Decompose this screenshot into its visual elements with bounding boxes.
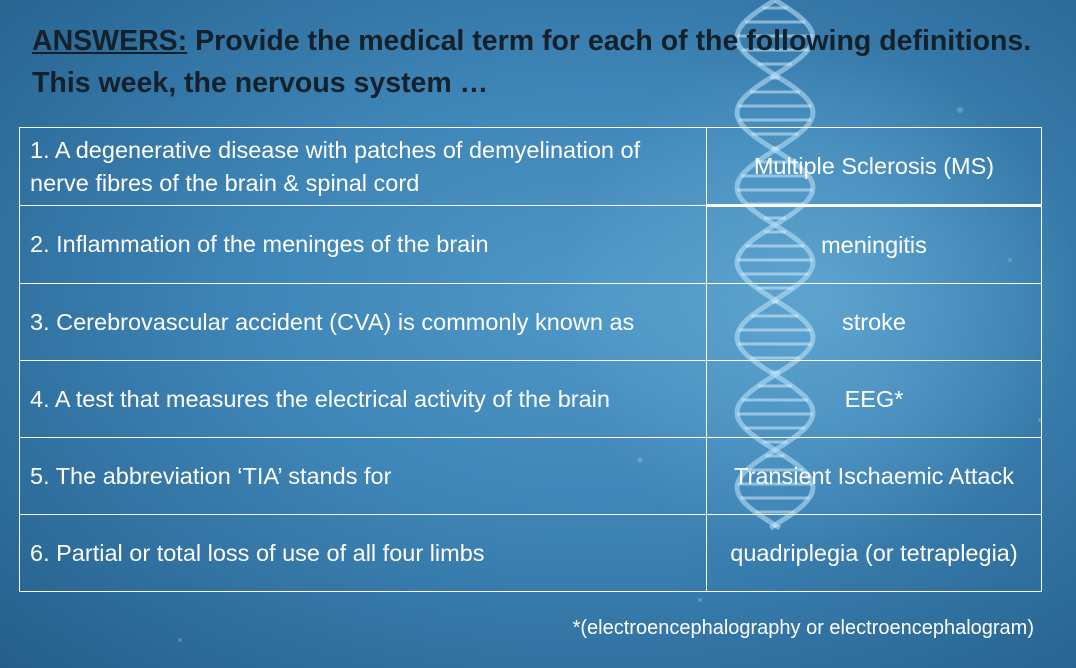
page-heading: ANSWERS: Provide the medical term for ea… (32, 20, 1062, 104)
answer-cell: meningitis (706, 205, 1042, 284)
table-row: 6. Partial or total loss of use of all f… (19, 514, 1042, 592)
answer-cell: Transient Ischaemic Attack (706, 437, 1042, 515)
answer-cell: EEG* (706, 360, 1042, 438)
table-row: 3. Cerebrovascular accident (CVA) is com… (19, 283, 1042, 361)
question-cell: 2. Inflammation of the meninges of the b… (19, 205, 707, 284)
table-row: 1. A degenerative disease with patches o… (19, 127, 1042, 207)
question-cell: 3. Cerebrovascular accident (CVA) is com… (19, 283, 707, 361)
table-row: 4. A test that measures the electrical a… (19, 360, 1042, 438)
question-cell: 1. A degenerative disease with patches o… (19, 127, 707, 206)
answer-cell: stroke (706, 283, 1042, 361)
question-cell: 5. The abbreviation ‘TIA’ stands for (19, 437, 707, 515)
question-cell: 6. Partial or total loss of use of all f… (19, 514, 707, 592)
footnote: *(electroencephalography or electroencep… (572, 617, 1034, 639)
answer-cell: Multiple Sclerosis (MS) (706, 127, 1042, 207)
heading-instruction: Provide the medical term for each of the… (187, 25, 1032, 57)
heading-line-2: This week, the nervous system … (32, 67, 489, 99)
table-row: 5. The abbreviation ‘TIA’ stands for Tra… (19, 437, 1042, 515)
table-row: 2. Inflammation of the meninges of the b… (19, 205, 1042, 284)
question-cell: 4. A test that measures the electrical a… (19, 360, 707, 438)
answers-label: ANSWERS: (32, 25, 188, 57)
answer-cell: quadriplegia (or tetraplegia) (706, 514, 1042, 592)
answers-table: 1. A degenerative disease with patches o… (19, 127, 1042, 592)
heading-line-1: ANSWERS: Provide the medical term for ea… (32, 20, 1062, 62)
